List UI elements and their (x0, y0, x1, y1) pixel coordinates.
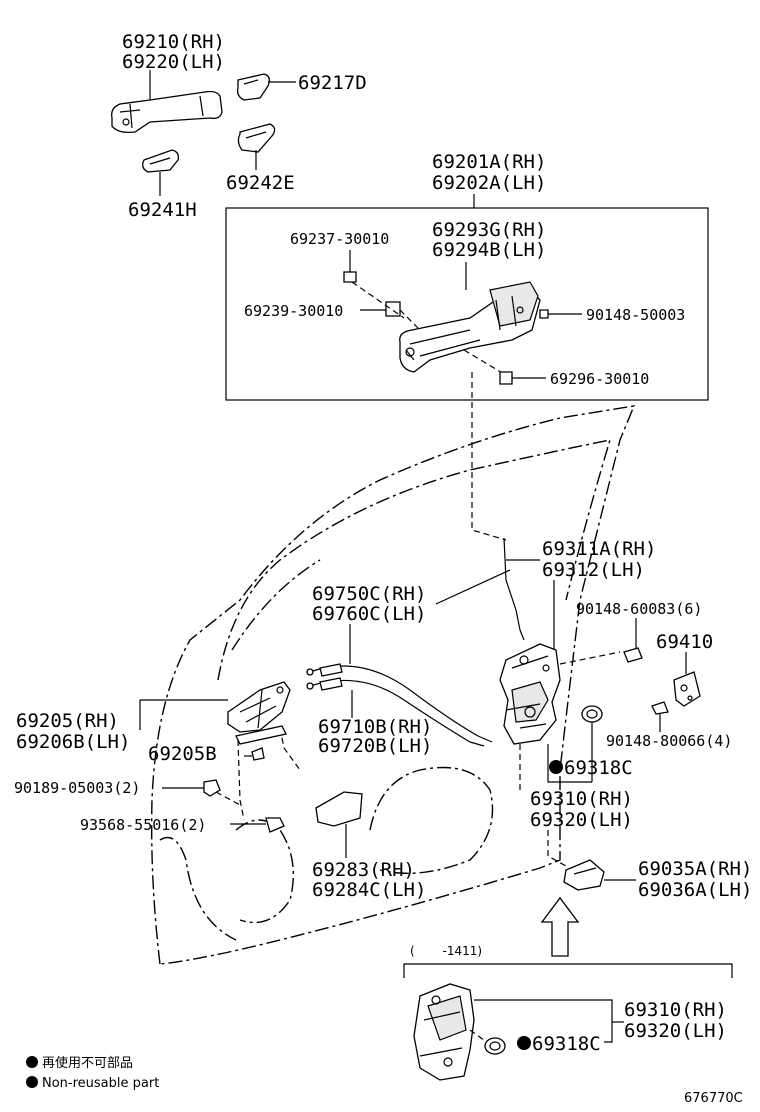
legend-en: Non-reusable part (42, 1076, 159, 1091)
part-label-outside-handle-rh: 69210(RH) (122, 31, 225, 53)
inside-handle-illustration (227, 681, 291, 733)
screw-90148-60083-illustration (623, 647, 643, 663)
part-label-frame-sub-lh: 69294B(LH) (432, 239, 546, 261)
inset-seal-illustration (484, 1037, 506, 1055)
part-label-69205b: 69205B (148, 743, 217, 765)
leader-line (435, 569, 511, 605)
rod-illustration (503, 537, 525, 641)
dashed-assembly-line (215, 791, 243, 807)
part-label-inset-69318c: 69318C (532, 1033, 601, 1055)
striker-69410-illustration (673, 671, 701, 707)
dashed-assembly-line (519, 651, 621, 790)
part-label-protector-rh: 69035A(RH) (638, 858, 752, 880)
protector-69035a-illustration (563, 859, 605, 891)
door-lock-assy-illustration (499, 643, 561, 745)
inset-lock-assy-illustration (413, 983, 475, 1081)
inset-date-range: ( -1411) (410, 944, 482, 958)
frame-assy-illustration (399, 281, 541, 373)
legend-en-marker (26, 1076, 38, 1088)
protector-detail (573, 867, 597, 875)
part-label-69242e: 69242E (226, 172, 295, 194)
part-label-lock-assy-lh: 69320(LH) (530, 809, 633, 831)
part-label-69217d: 69217D (298, 72, 367, 94)
cover-69217d-illustration (236, 73, 270, 101)
part-label-inset-lock-assy-rh: 69310(RH) (624, 999, 727, 1021)
dashed-assembly-line (279, 727, 301, 771)
inset-bracket (403, 963, 733, 978)
part-label-90148-80066: 90148-80066(4) (606, 732, 732, 750)
clip-90189-illustration (203, 779, 221, 797)
cable-illustration (306, 663, 493, 747)
leader-line (547, 744, 592, 783)
screw-90148-80066-illustration (651, 701, 669, 715)
part-label-cover-69283-lh: 69284C(LH) (312, 879, 426, 901)
part-label-lock-assy-rh: 69310(RH) (530, 788, 633, 810)
part-label-outside-handle-lh: 69220(LH) (122, 51, 225, 73)
up-arrow-icon (540, 896, 580, 957)
leader-line (474, 999, 613, 1043)
seal-69318c-illustration (581, 705, 603, 723)
dashed-assembly-line (547, 830, 567, 867)
part-label-69241h: 69241H (128, 199, 197, 221)
screw-90148-50003-illustration (539, 309, 549, 319)
part-label-69239: 69239-30010 (244, 302, 343, 320)
cover-69242e-illustration (237, 123, 276, 153)
part-label-cover-69283-rh: 69283(RH) (312, 859, 415, 881)
dashed-assembly-line (463, 349, 505, 375)
part-label-rod-lh: 69312(LH) (542, 559, 645, 581)
screw-bezel-illustration (251, 747, 265, 761)
part-label-protector-lh: 69036A(LH) (638, 879, 752, 901)
door-outline (150, 405, 636, 965)
leader-line (139, 699, 228, 730)
frame-assy-box (225, 207, 709, 401)
part-label-frame-assy-rh: 69201A(RH) (432, 151, 546, 173)
part-label-90189: 90189-05003(2) (14, 779, 140, 797)
part-label-cable-upper-rh: 69750C(RH) (312, 583, 426, 605)
pad-69241h-illustration (142, 149, 180, 173)
bezel-69205b-illustration (235, 725, 287, 745)
non-reusable-marker (517, 1036, 531, 1050)
part-label-cable-lower-lh: 69720B(LH) (318, 735, 432, 757)
dashed-assembly-line (471, 372, 507, 541)
part-label-frame-sub-rh: 69293G(RH) (432, 219, 546, 241)
bolt-69237-illustration (343, 271, 357, 283)
part-label-69237: 69237-30010 (290, 230, 389, 248)
part-label-inset-lock-assy-lh: 69320(LH) (624, 1020, 727, 1042)
part-label-69296: 69296-30010 (550, 370, 649, 388)
part-label-69318c: 69318C (564, 757, 633, 779)
inset-seal-hole (489, 1041, 501, 1051)
dashed-assembly-line (351, 281, 421, 331)
part-label-cable-lower-rh: 69710B(RH) (318, 716, 432, 738)
part-label-rod-rh: 69311A(RH) (542, 538, 656, 560)
diagram-id: 676770C (684, 1091, 743, 1106)
seal-69318c-hole (586, 709, 598, 719)
part-label-69410: 69410 (656, 631, 713, 653)
bolt-69296-illustration (499, 371, 513, 385)
part-label-inside-handle-lh: 69206B(LH) (16, 731, 130, 753)
dashed-assembly-line (237, 739, 245, 821)
part-label-90148-60083: 90148-60083(6) (576, 600, 702, 618)
cover-69283-illustration (315, 791, 363, 827)
outside-handle-illustration (111, 90, 223, 134)
legend-jp-marker (26, 1056, 38, 1068)
part-label-frame-assy-lh: 69202A(LH) (432, 172, 546, 194)
part-label-inside-handle-rh: 69205(RH) (16, 710, 119, 732)
non-reusable-marker (549, 760, 563, 774)
part-label-cable-upper-lh: 69760C(LH) (312, 603, 426, 625)
legend-jp: 再使用不可部品 (42, 1055, 133, 1071)
screw-93568-illustration (265, 817, 285, 833)
part-label-90148-50003: 90148-50003 (586, 306, 685, 324)
part-label-93568: 93568-55016(2) (80, 816, 206, 834)
